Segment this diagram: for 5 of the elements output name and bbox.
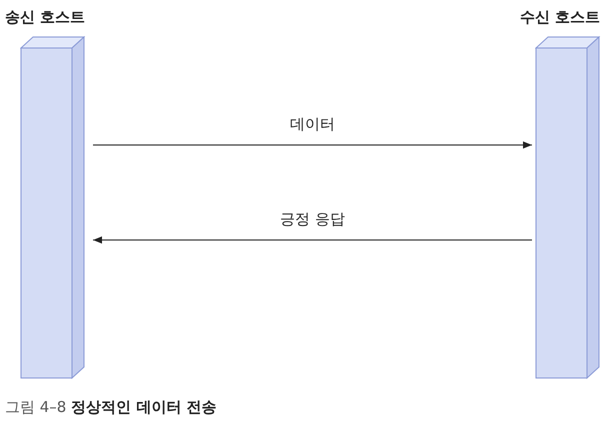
host-heading: 수신 호스트	[520, 8, 600, 27]
figure-caption: 그림 4–8 정상적인 데이터 전송	[5, 398, 217, 417]
arrow	[92, 236, 532, 244]
arrow	[92, 141, 532, 149]
host-heading: 송신 호스트	[5, 8, 86, 27]
